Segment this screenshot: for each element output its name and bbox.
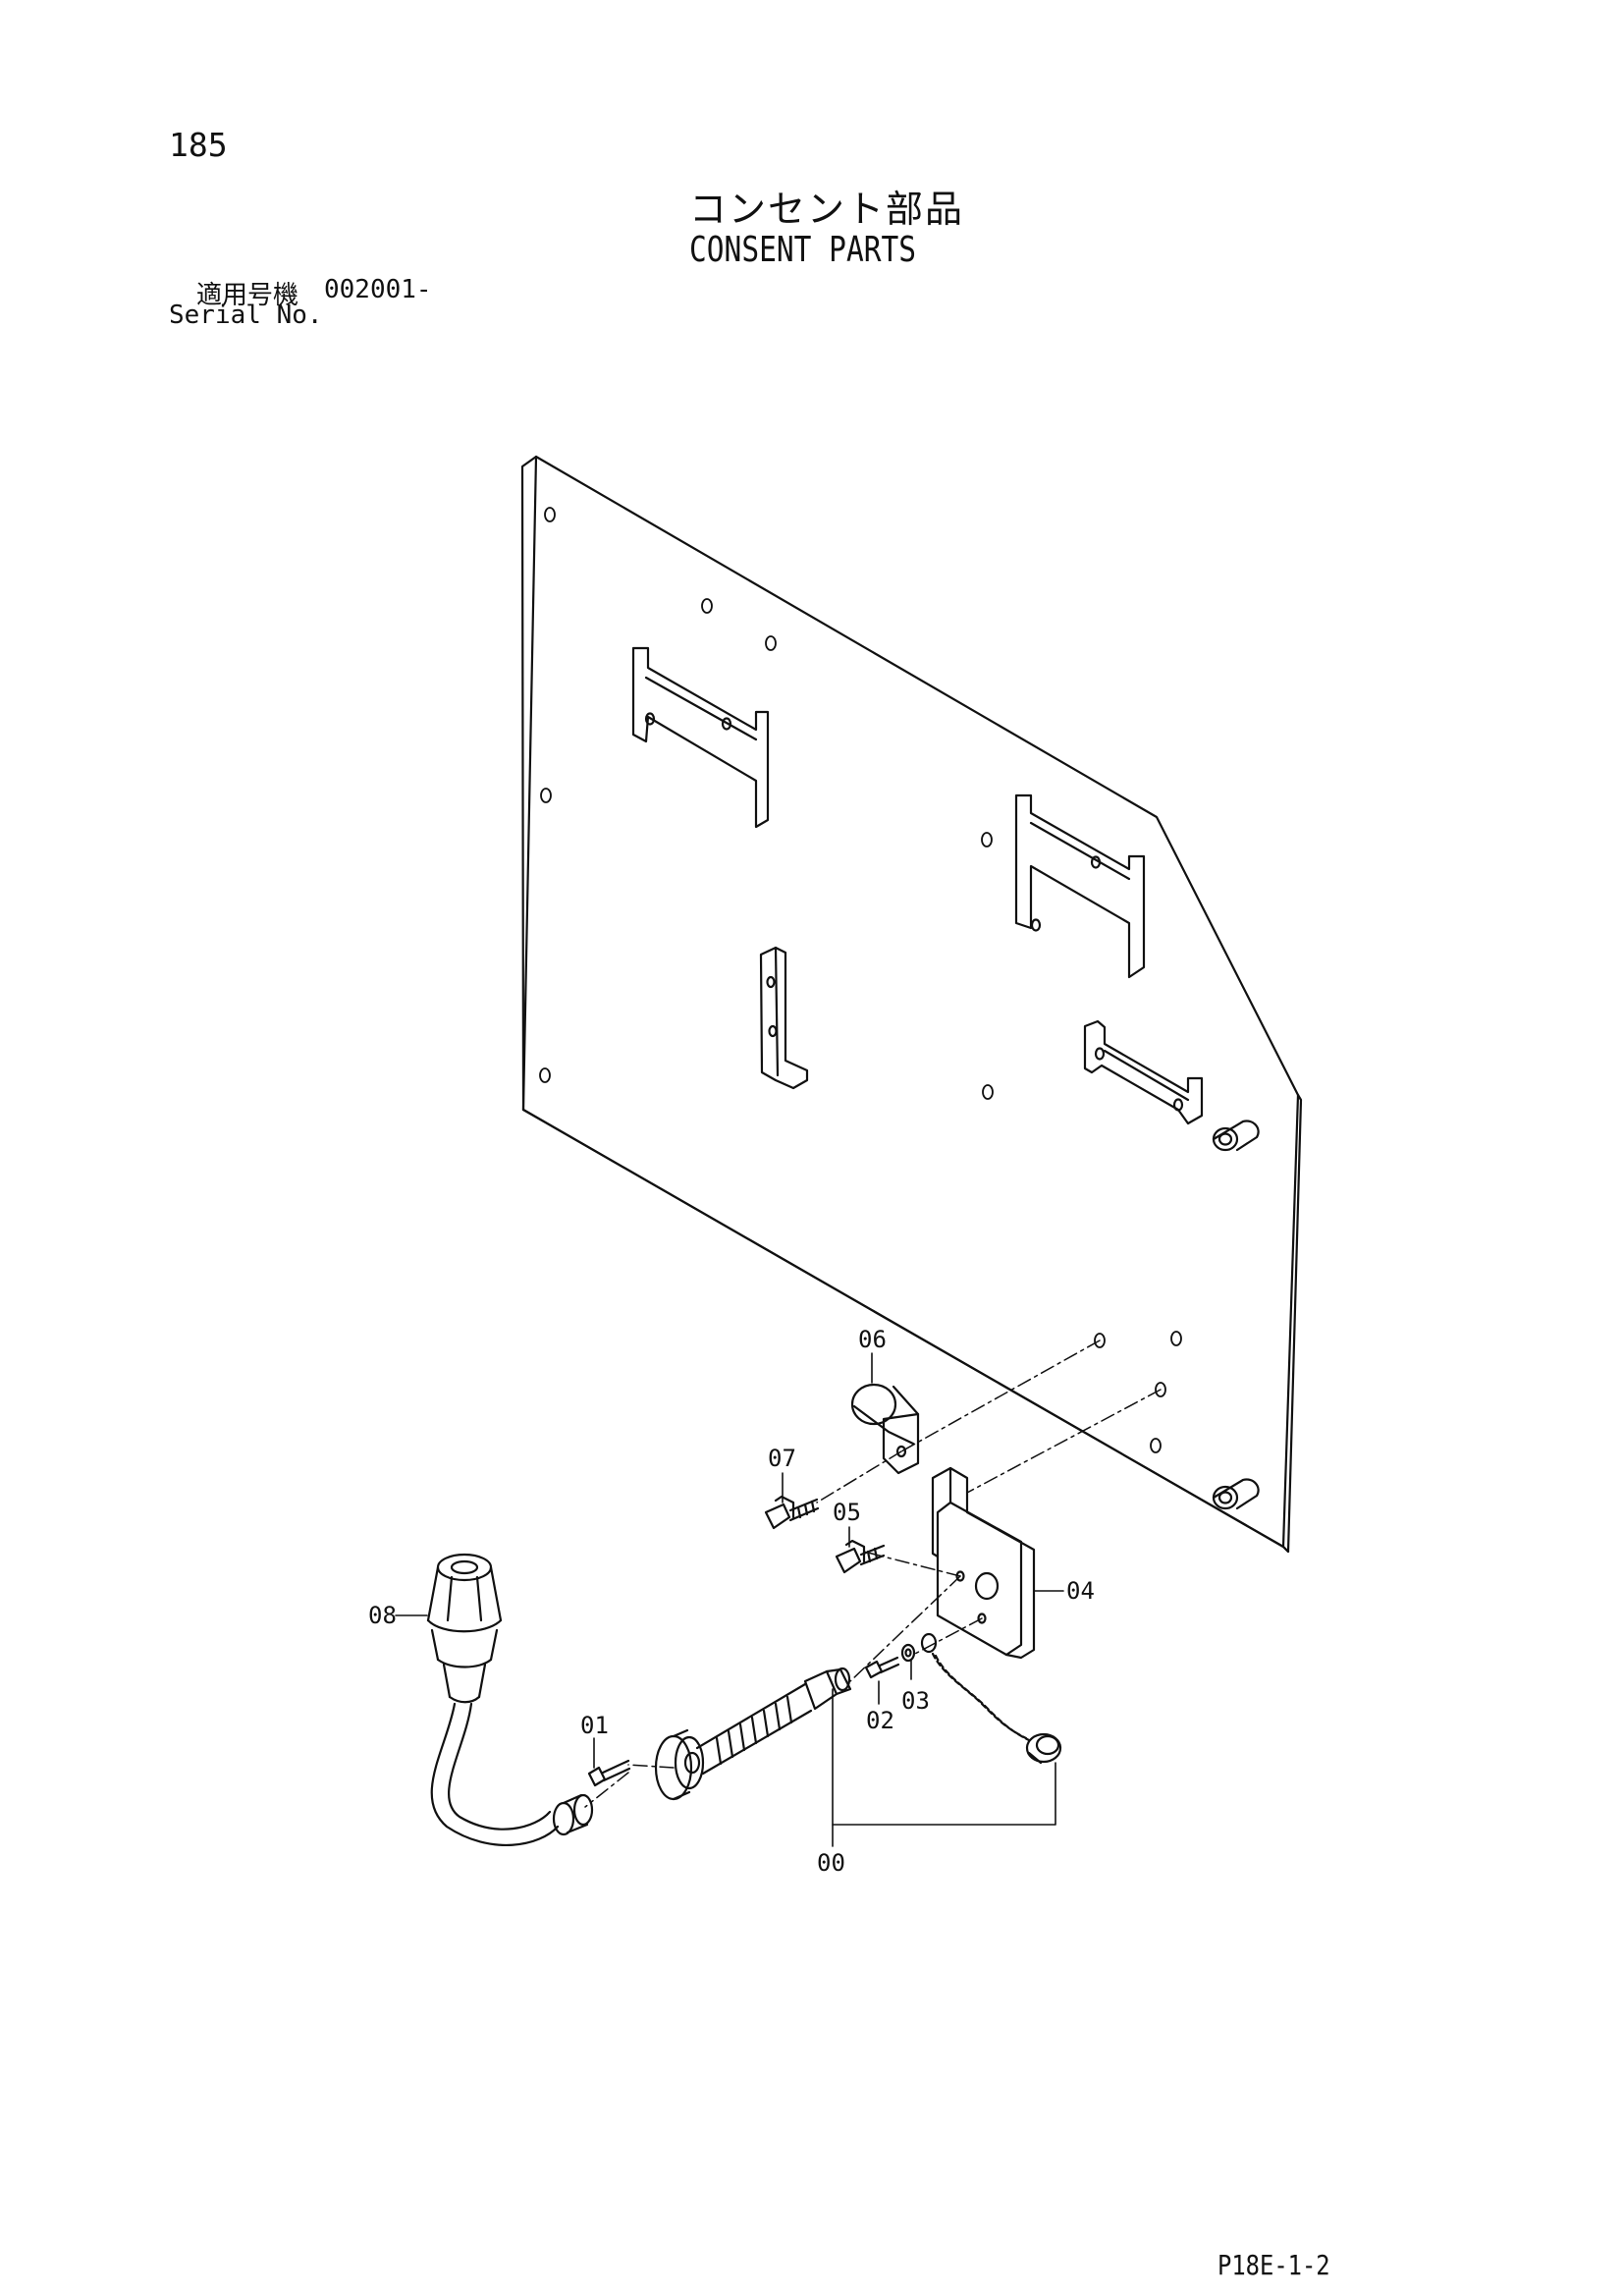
screw-part-02	[864, 1656, 900, 1679]
page-title-japanese: コンセント部品	[689, 188, 965, 231]
bracket-right	[1014, 793, 1146, 979]
serial-number-value: 002001-	[324, 275, 432, 304]
serial-label-japanese: 適用号機	[196, 281, 299, 310]
callout-01: 01	[580, 1712, 609, 1739]
callout-leaders	[395, 1352, 1064, 1847]
callout-07: 07	[768, 1445, 796, 1472]
receptacle-assembly	[654, 1667, 852, 1801]
bracket-upper-left	[631, 646, 770, 829]
footer-page-code: P18E-1-2	[1217, 2249, 1330, 2281]
clamp-part-06	[850, 1383, 920, 1475]
serial-label-english: Serial No.	[169, 301, 323, 330]
bolt-part-01	[587, 1759, 631, 1787]
callout-04: 04	[1066, 1577, 1095, 1605]
callout-08: 08	[368, 1602, 397, 1629]
bracket-lower-right	[1083, 1019, 1204, 1125]
mounting-plate	[520, 455, 1303, 1554]
spacer-top	[1212, 1120, 1260, 1152]
assembly-lines	[584, 1339, 1162, 1808]
spacer-bottom	[1212, 1478, 1260, 1510]
callout-05: 05	[833, 1499, 861, 1526]
bracket-small-center	[759, 946, 809, 1090]
page-number: 185	[169, 126, 228, 164]
callout-02: 02	[866, 1707, 894, 1734]
callout-06: 06	[858, 1326, 887, 1353]
bracket-plate-part-04	[931, 1466, 1036, 1660]
callout-03: 03	[901, 1687, 930, 1715]
page-title-english: CONSENT PARTS	[689, 230, 917, 270]
washer-part-03	[900, 1643, 916, 1663]
bolt-part-05	[835, 1539, 886, 1574]
bolt-part-07	[764, 1495, 820, 1530]
plug-part-08	[426, 1553, 594, 1846]
chain-with-cap	[920, 1632, 1062, 1765]
callout-00: 00	[817, 1849, 845, 1877]
callout-labels: 06 07 05 04 08 01 02 03 00	[368, 1326, 1095, 1877]
